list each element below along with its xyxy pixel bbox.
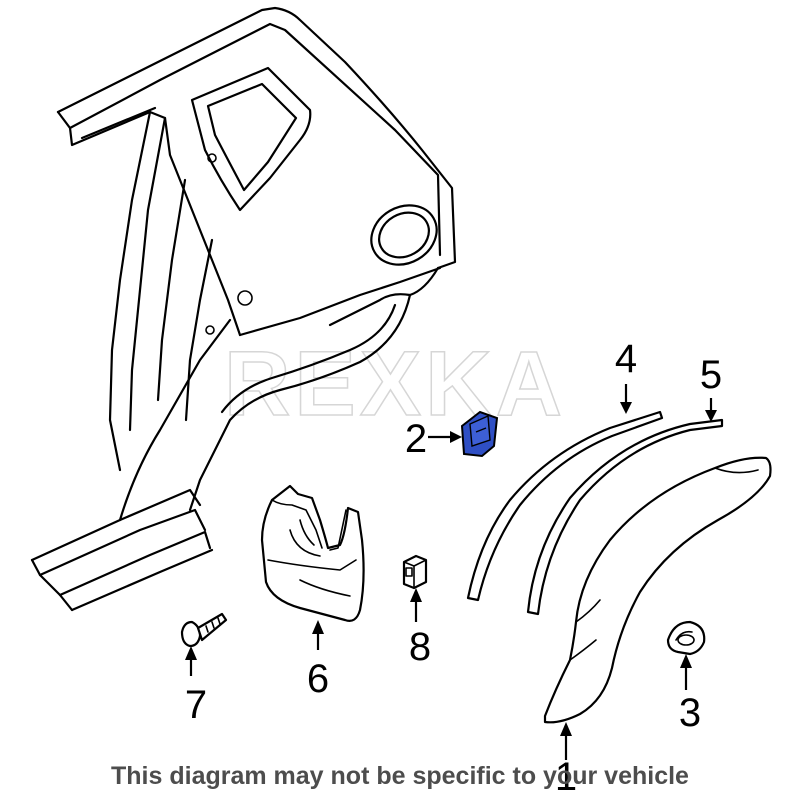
callout-5: 5: [700, 353, 722, 397]
disclaimer-text: This diagram may not be specific to your…: [111, 762, 689, 790]
part-7-screw[interactable]: [180, 612, 228, 648]
part-2-bracket[interactable]: [460, 410, 499, 458]
watermark-text: REXKA: [224, 333, 566, 435]
part-3-clip[interactable]: [666, 620, 706, 656]
quarter-panel: [30, 6, 457, 612]
part-6-mud-flap[interactable]: [260, 484, 365, 622]
callout-8: 8: [409, 625, 431, 669]
part-5-molding[interactable]: [526, 418, 724, 616]
part-1-fender-flare[interactable]: [543, 456, 772, 724]
callout-6: 6: [307, 657, 329, 701]
part-8-nut-clip[interactable]: [402, 554, 428, 590]
callout-arrows: [185, 384, 717, 760]
callout-2: 2: [405, 417, 427, 461]
callout-1: 1: [555, 755, 577, 799]
callout-7: 7: [185, 683, 207, 727]
part-4-molding[interactable]: [466, 410, 664, 602]
callout-4: 4: [615, 337, 637, 381]
callout-3: 3: [679, 691, 701, 735]
